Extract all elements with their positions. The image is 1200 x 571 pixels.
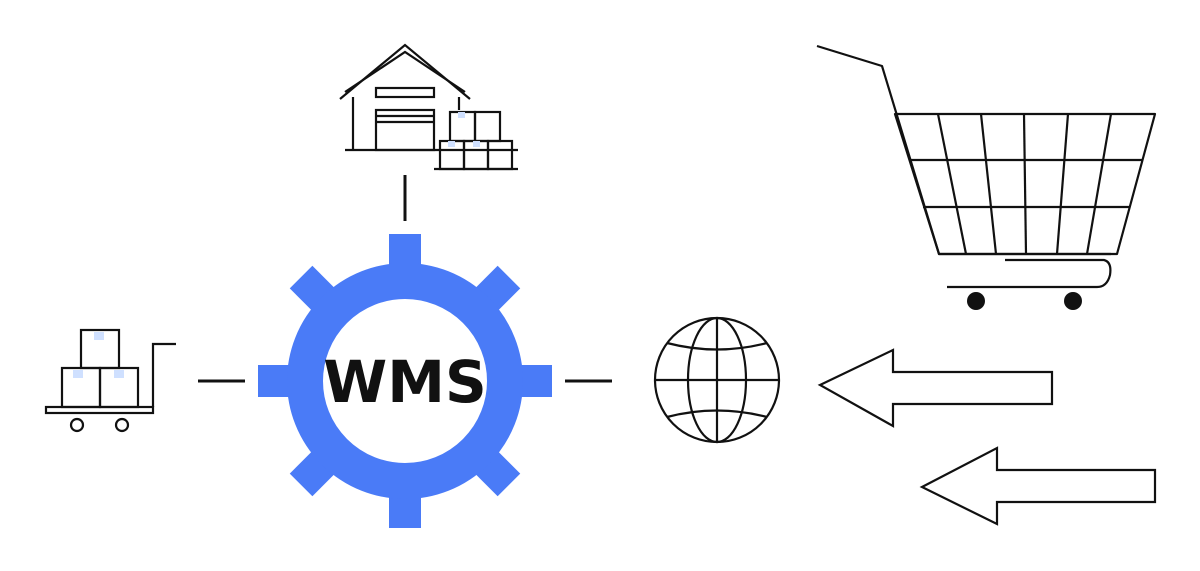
warehouse-icon [339,43,518,171]
arrow-lower [919,446,1157,526]
arrow-left-icon [817,348,1054,428]
gear-ring [287,263,523,499]
gear-icon [258,234,552,528]
arrow-upper [817,348,1054,428]
arrow-left-icon [919,446,1157,526]
hand-truck-icon [44,328,176,433]
gear-label: WMS [323,348,486,416]
globe-icon [653,316,781,444]
wms-gear: WMS [258,234,552,528]
connectors [198,175,612,383]
shopping-cart-icon [816,44,1157,310]
